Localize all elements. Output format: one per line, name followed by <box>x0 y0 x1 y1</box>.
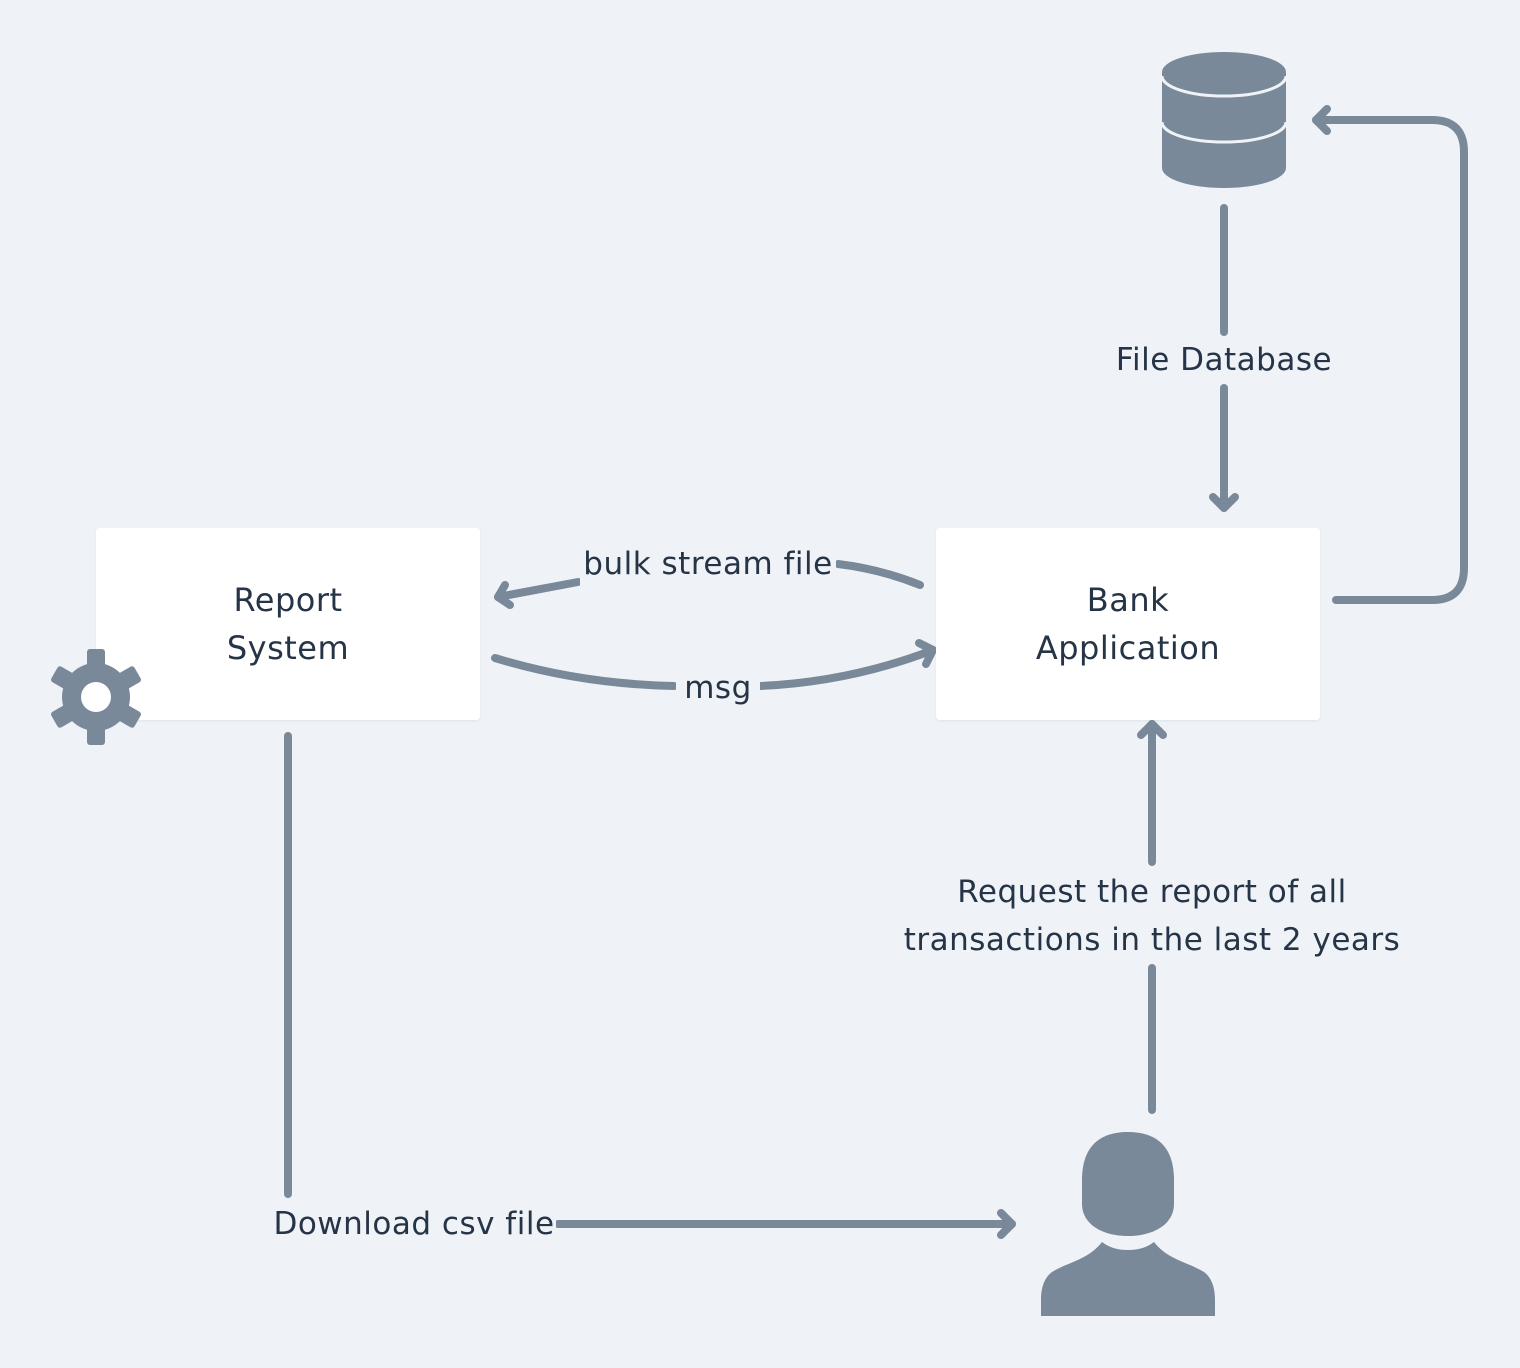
user-icon <box>1041 1132 1215 1316</box>
gear-icon <box>51 649 141 745</box>
edge-download-csv-arrowhead <box>997 1209 1016 1239</box>
edge-bank-to-database <box>1312 116 1468 604</box>
edge-bulk-stream-file-arrowhead <box>494 581 514 609</box>
edge-request-report-arrowhead <box>1137 720 1167 739</box>
bank-application-label: Bank Application <box>1035 581 1221 667</box>
edge-bulk-stream-file <box>494 560 924 601</box>
database-icon <box>1160 52 1288 188</box>
msg-label: msg <box>676 664 760 712</box>
download-csv-label: Download csv file <box>272 1200 556 1248</box>
edge-msg-arrowhead <box>915 639 937 668</box>
report-system-node: Report System <box>96 528 480 720</box>
bank-application-node: Bank Application <box>936 528 1320 720</box>
edge-bank-to-database-arrowhead <box>1312 105 1331 135</box>
edge-download-csv <box>284 732 1016 1228</box>
edge-msg <box>491 646 937 690</box>
bulk-stream-file-label: bulk stream file <box>580 540 836 588</box>
request-report-label: Request the report of all transactions i… <box>896 868 1408 964</box>
edge-file-database-arrowhead <box>1209 493 1239 512</box>
file-database-label: File Database <box>1104 336 1344 384</box>
report-system-label: Report System <box>226 581 350 667</box>
